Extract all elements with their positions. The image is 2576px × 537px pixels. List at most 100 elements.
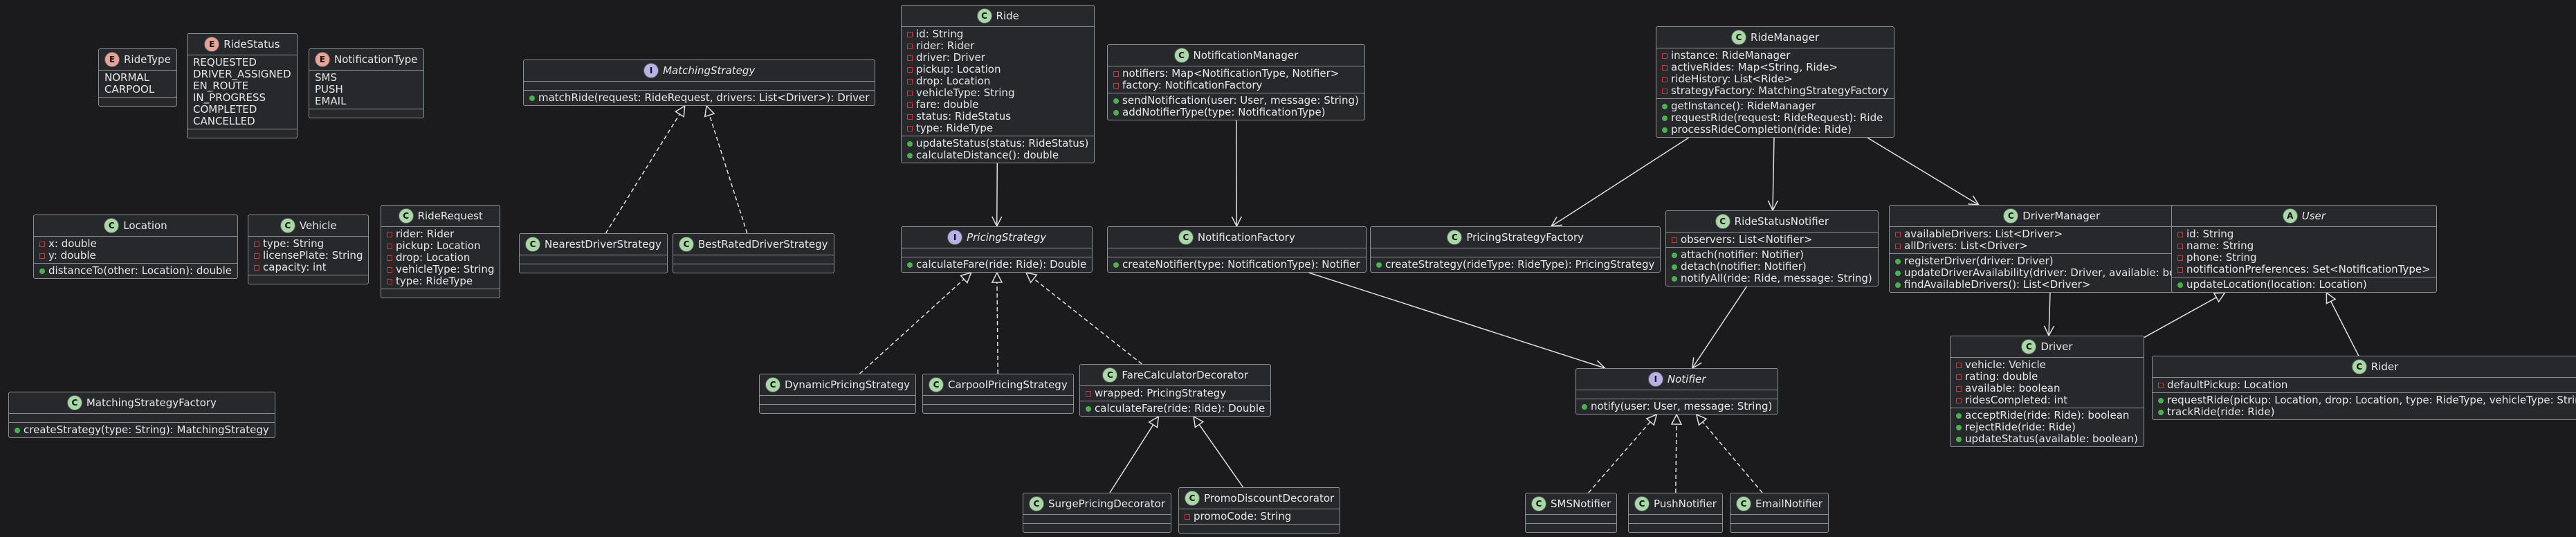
class-name: FareCalculatorDecorator [1122,368,1248,381]
method-text: addNotifierType(type: NotificationType) [1122,106,1326,118]
methods-section [381,289,500,298]
realization-carpool-pricing-strategy-to-pricing-strategy [996,282,998,374]
method-text: trackRide(ride: Ride) [2167,406,2275,418]
field-row: notificationPreferences: Set<Notificatio… [2177,264,2431,275]
class-stereotype-icon: C [1531,496,1546,511]
private-visibility-icon [1086,390,1091,397]
private-visibility-icon [387,278,392,284]
field-row: strategyFactory: MatchingStrategyFactory [1662,85,1888,97]
method-text: notify(user: User, message: String) [1591,400,1773,412]
class-stereotype-icon: C [2351,359,2367,374]
private-visibility-icon [1956,397,1962,403]
class-stereotype-icon: C [679,237,694,252]
field-text: instance: RideManager [1671,49,1791,62]
inheritance-rider-to-user [2330,301,2359,356]
field-text: rider: Rider [916,39,975,52]
class-stereotype-icon: C [1102,367,1118,383]
class-stereotype-icon: C [280,218,295,233]
private-visibility-icon [387,231,392,237]
class-name: RideType [124,53,171,66]
realization-smsnotifier-to-notifier [1588,421,1651,493]
enum-stereotype-icon: E [204,37,220,52]
field-row: ridesCompleted: int [1956,394,2138,406]
field-row: x: double [39,238,232,250]
fields-section [760,396,915,405]
enum-stereotype-icon: E [315,52,330,67]
field-row: REQUESTED [193,57,291,69]
class-stereotype-icon: C [1185,491,1200,506]
field-text: drop: Location [916,75,991,87]
field-row: pickup: Location [907,64,1088,75]
field-row: SMS [315,72,418,84]
methods-section [1023,524,1171,532]
public-visibility-icon [1956,436,1962,442]
field-text: available: boolean [1965,382,2061,394]
class-name: RideRequest [417,209,483,222]
class-name: PricingStrategyFactory [1466,230,1584,244]
field-text: id: String [2186,228,2234,240]
hollow-triangle-arrowhead [2213,292,2226,303]
field-row: notifiers: Map<NotificationType, Notifie… [1113,68,1359,80]
class-name: User [2301,209,2326,222]
private-visibility-icon [1956,362,1962,368]
field-row: capacity: int [254,262,363,273]
class-name: Vehicle [299,219,337,232]
private-visibility-icon [907,113,913,120]
private-visibility-icon [907,43,913,49]
class-name: PromoDiscountDecorator [1204,491,1335,504]
inheritance-promo-discount-decorator-to-fare-calculator-decorator [1198,424,1244,488]
private-visibility-icon [387,255,392,261]
class-name: NearestDriverStrategy [545,237,661,251]
method-text: requestRide(request: RideRequest): Ride [1671,111,1883,124]
field-text: rating: double [1965,370,2038,383]
hollow-triangle-arrowhead [1645,413,1658,426]
public-visibility-icon [1956,412,1962,419]
private-visibility-icon [1895,231,1901,237]
fields-section [1730,515,1828,524]
field-text: SMS [315,71,337,84]
field-text: availableDrivers: List<Driver> [1904,228,2063,240]
class-stereotype-icon: C [104,218,120,233]
field-row: promoCode: String [1185,511,1334,522]
fields-section [923,396,1073,405]
field-row: drop: Location [387,252,494,264]
class-stereotype-icon: C [1715,214,1730,229]
field-text: NORMAL [104,71,150,84]
class-header: E RideType [99,49,176,71]
method-row: updateLocation(location: Location) [2177,279,2431,291]
class-stereotype-icon: C [2003,208,2019,224]
class-name: RideManager [1751,30,1820,44]
class-name: PricingStrategy [967,230,1047,244]
methods-section: sendNotification(user: User, message: St… [1108,93,1364,120]
method-text: calculateFare(ride: Ride): Double [1095,402,1266,415]
class-name: NotificationFactory [1197,230,1295,244]
private-visibility-icon [254,264,259,271]
class-stereotype-icon: C [1029,496,1044,511]
interface-stereotype-icon: I [1647,372,1663,387]
method-row: updateStatus(status: RideStatus) [907,138,1088,149]
method-row: notifyAll(ride: Ride, message: String) [1672,273,1872,284]
class-name: BestRatedDriverStrategy [698,237,828,251]
enum-stereotype-icon: E [104,52,120,67]
field-text: EN_ROUTE [193,80,249,92]
public-visibility-icon [15,427,20,433]
private-visibility-icon [907,102,913,108]
field-row: rider: Rider [907,40,1088,52]
field-row: observers: List<Notifier> [1672,234,1872,246]
field-row: available: boolean [1956,383,2138,394]
